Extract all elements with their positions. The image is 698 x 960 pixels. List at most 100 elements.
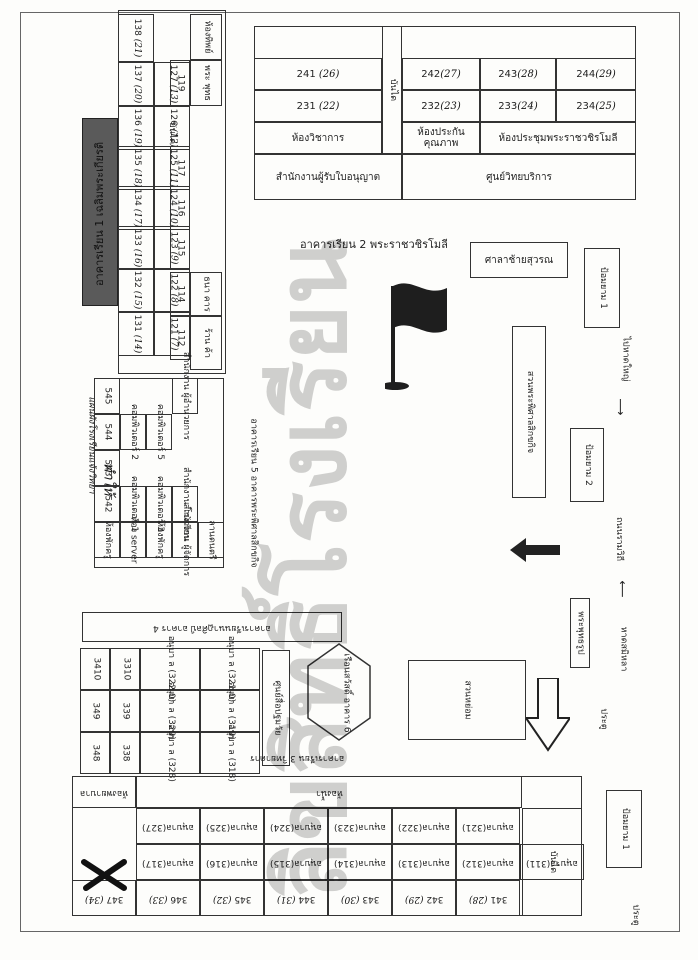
anuban-row-3: อนุบาล(323) — [328, 808, 392, 844]
building-1-title-band: อาคารเรียน 1 เฉลิมพระเกียรติ — [82, 118, 118, 306]
room-341: 341 (28) — [456, 880, 520, 916]
anuban-row-10: อนุบาล(313) — [392, 844, 456, 880]
building-1-label-stairs: บันได — [167, 121, 178, 145]
anuban-upper-2: อนุบา ล (328) — [140, 724, 200, 782]
academic-room: ห้องวิชาการ — [254, 122, 382, 154]
to-hatyai-label: ไปหาดใหญ่ — [620, 336, 631, 382]
road-label: ถนนรามวิถี — [614, 516, 625, 562]
room-137: 137 (20) — [118, 62, 154, 106]
restroom: ห้องน้ำ — [136, 776, 522, 808]
room-3410: 3410 — [80, 648, 110, 690]
nursery-media-center: ศูนย์สื่อปฐมวัย — [262, 650, 290, 766]
room-339: 339 — [110, 690, 140, 732]
anuban-upper-4: อนุบา ล (319) — [200, 682, 260, 740]
room-347: 347 (34) — [72, 880, 136, 916]
room-114: 114 — [170, 272, 190, 316]
arrow-right-icon: ⟶ — [613, 398, 628, 416]
room-349: 349 — [80, 690, 110, 732]
building-1-label-thip: ห้องทิพย์ — [190, 14, 222, 60]
anuban-row-11: อนุบาล(312) — [456, 844, 520, 880]
room-342: 342 (29) — [392, 880, 456, 916]
garden-small: สวนหย่อม — [408, 660, 526, 740]
watermark-text: ลิขสิทธิ์โรงเรียน — [256, 238, 368, 900]
anuban-row-1: อนุบาล(325) — [200, 808, 264, 844]
anuban-upper-1: อนุบา ล (329) — [140, 682, 200, 740]
quality-room: ห้องประกัน คุณภาพ — [402, 122, 480, 154]
room-344: 344 (31) — [264, 880, 328, 916]
guard-post-1b: ป้อมยาม 1 — [606, 790, 642, 868]
b5-cell-5: คอมพิวเตอร์ 1 — [120, 476, 146, 532]
anuban-row-0: อนุบาล(327) — [136, 808, 200, 844]
building-1-label-shop: ร้าน ค้า — [190, 316, 222, 370]
building-6-hexagon — [307, 643, 371, 741]
b5-cell-12: 545 — [94, 378, 120, 414]
room-338: 338 — [110, 732, 140, 774]
anuban-row-6: อนุบาล(317) — [136, 844, 200, 880]
room-117: 117 — [170, 146, 190, 190]
room-132: 132 (15) — [118, 268, 154, 312]
room-345: 345 (32) — [200, 880, 264, 916]
room-348: 348 — [80, 732, 110, 774]
b5-cell-6: คอมพิวเตอร์ 3 — [146, 476, 172, 532]
room-242: 242(27) — [402, 58, 480, 90]
b5-cell-7: สำนักงาน โรงเรียน — [172, 467, 198, 541]
building-1-label-phra: พระ พุทธ — [190, 60, 222, 106]
anuban-row-2: อนุบาล(324) — [264, 808, 328, 844]
room-133: 133 (16) — [118, 226, 154, 270]
sala: ศาลาช้ายสุวรณ — [470, 242, 568, 278]
gate-label-2: ประตู — [630, 904, 641, 926]
b5-cell-11: คอมพิวเตอร์ 5 — [146, 404, 172, 460]
room-115: 115 — [170, 226, 190, 270]
gate-label: ประตู — [598, 708, 609, 730]
b5-cell-2: ห้องพักครู — [146, 521, 172, 559]
arrow-left-small-icon: ⟵ — [615, 580, 630, 598]
flag-icon — [385, 283, 447, 390]
buddha-statue: พระพุทธรูป — [570, 598, 590, 668]
room-343: 343 (30) — [328, 880, 392, 916]
anuban-upper-0: อนุบา ล (322 0) — [140, 636, 200, 702]
anuban-row-9: อนุบาล(314) — [328, 844, 392, 880]
licensee-office: สำนักงานผู้รับใบอนุญาต — [254, 154, 402, 200]
nurse-room: ห้องพยาบาล — [72, 776, 136, 808]
room-233: 233(24) — [480, 90, 556, 122]
building-2-title: อาคารเรียน 2 พระราชวชิรโมลี — [300, 238, 448, 251]
anuban-row-12: อนุบาล(311) — [520, 844, 584, 880]
room-119: 119 — [170, 60, 190, 106]
room-241: 241 (26) — [254, 58, 382, 90]
b5-cell-9: 544 — [94, 414, 120, 450]
b5-cell-8: 543 — [94, 450, 120, 486]
room-136: 136 (19) — [118, 106, 154, 150]
room-234: 234(25) — [556, 90, 636, 122]
room-231: 231 (22) — [254, 90, 382, 122]
guard-post-1: ป้อมยาม 1 — [584, 248, 620, 328]
b5-cell-0: ห้องพักครู — [94, 521, 120, 559]
guard-post-2: ป้อมยาม 2 — [570, 428, 604, 502]
room-126: 126 (12) — [154, 106, 190, 150]
anuban-row-8: อนุบาล(315) — [264, 844, 328, 880]
anuban-row-5: อนุบาล(321) — [456, 808, 520, 844]
to-samaihla-label: หาดสมิหลา — [618, 626, 629, 672]
cross-mark-icon — [81, 859, 127, 891]
b5-cell-1: ห้อง server — [120, 516, 146, 564]
room-116: 116 — [170, 186, 190, 230]
building-3-stairs: บันได — [522, 808, 582, 916]
anuban-row-7: อนุบาล(316) — [200, 844, 264, 880]
anuban-upper-3: อนุบา ล (321 0) — [200, 636, 260, 702]
room-232: 232(23) — [402, 90, 480, 122]
stairs-b2: บันได — [382, 26, 402, 154]
arrow-left-icon — [510, 538, 560, 562]
room-138: 138 (21) — [118, 14, 154, 62]
anuban-upper-5: อนุบา ล (318) — [200, 724, 260, 782]
meeting-room: ห้องประชุมพระราชวชิรโมลี — [480, 122, 636, 154]
b5-cell-13: สำนักงาน ผู้อำนวยการ — [172, 352, 198, 440]
b5-cell-3: สำนักงาน ผู้จัดการ — [172, 504, 198, 576]
room-346: 346 (33) — [136, 880, 200, 916]
resource-center: ศูนย์วิทยบริการ — [402, 154, 636, 200]
room-134: 134 (17) — [118, 186, 154, 230]
anuban-row-4: อนุบาล(322) — [392, 808, 456, 844]
room-244: 244(29) — [556, 58, 636, 90]
room-112: 112 — [170, 316, 190, 360]
room-135: 135 (18) — [118, 146, 154, 190]
room-131: 131 (14) — [118, 312, 154, 356]
building-4-band: อาคารเรียนนาฏศิลป์ อาคาร 4 — [82, 612, 342, 642]
